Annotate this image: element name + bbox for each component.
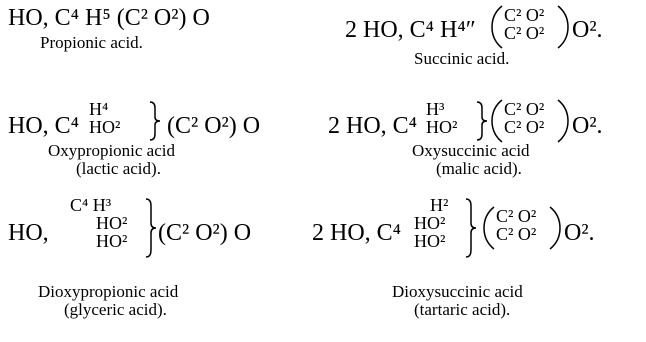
dioxysuccinic-stack: H² HO² HO² [414,196,448,250]
dioxysuccinic-stack-bottom: HO² [414,231,446,251]
oxysuccinic-stack: H³ HO² [426,100,457,136]
succinic-left-paren [491,5,503,49]
propionic-name: Propionic acid. [40,33,143,52]
succinic-formula-prefix: 2 HO, C⁴ H⁴″ [345,17,476,43]
dioxysuccinic-subname: (tartaric acid). [414,300,511,319]
oxysuccinic-inner-stack: C² O² C² O² [504,100,544,136]
dioxysuccinic-right-brace [465,198,477,258]
dioxysuccinic-inner-top: C² O² [496,206,537,226]
oxysuccinic-inner-bottom: C² O² [504,117,545,137]
dioxypropionic-subname: (glyceric acid). [64,300,167,319]
dioxysuccinic-name: Dioxysuccinic acid [392,282,523,301]
oxypropionic-stack-top: H⁴ [89,99,109,119]
oxypropionic-subname: (lactic acid). [76,159,161,178]
oxysuccinic-name: Oxysuccinic acid [412,141,530,160]
oxypropionic-stack-bottom: HO² [89,117,121,137]
oxysuccinic-stack-top: H³ [426,99,445,119]
oxypropionic-stack: H⁴ HO² [89,100,120,136]
dioxypropionic-stack-mid: HO² [96,213,128,233]
succinic-right-paren [557,5,569,49]
oxysuccinic-inner-top: C² O² [504,99,545,119]
succinic-name: Succinic acid. [414,49,510,68]
dioxysuccinic-inner-bottom: C² O² [496,224,537,244]
dioxypropionic-right-brace [145,198,157,258]
dioxypropionic-stack: C⁴ H³ HO² HO² [70,196,127,250]
succinic-stack-bottom: C² O² [504,23,545,43]
oxysuccinic-right-brace [476,101,488,141]
dioxysuccinic-stack-mid: HO² [414,213,446,233]
succinic-stack-top: C² O² [504,5,545,25]
oxysuccinic-stack-bottom: HO² [426,117,458,137]
dioxypropionic-name: Dioxypropionic acid [38,282,179,301]
oxysuccinic-subname: (malic acid). [436,159,522,178]
dioxypropionic-stack-bottom: HO² [96,231,128,251]
oxysuccinic-left-paren [491,99,503,143]
succinic-stack: C² O² C² O² [504,6,544,42]
oxypropionic-formula-prefix: HO, C⁴ [8,113,80,139]
oxypropionic-formula-suffix: (C² O²) O [167,113,261,139]
dioxysuccinic-stack-top: H² [430,195,449,215]
dioxypropionic-formula-suffix: (C² O²) O [158,220,252,246]
dioxypropionic-stack-top: C⁴ H³ [70,195,112,215]
oxypropionic-right-brace [149,101,161,141]
succinic-formula-suffix: O². [572,17,603,43]
propionic-formula: HO, C⁴ H⁵ (C² O²) O [8,5,210,31]
oxysuccinic-right-paren [557,99,569,143]
dioxysuccinic-formula-prefix: 2 HO, C⁴ [312,220,402,246]
dioxypropionic-formula-prefix: HO, [8,220,49,246]
dioxysuccinic-inner-stack: C² O² C² O² [496,207,536,243]
oxypropionic-name: Oxypropionic acid [48,141,175,160]
dioxysuccinic-formula-suffix: O². [564,220,595,246]
oxysuccinic-formula-prefix: 2 HO, C⁴ [328,113,418,139]
dioxysuccinic-left-paren [483,206,495,250]
oxysuccinic-formula-suffix: O². [572,113,603,139]
dioxysuccinic-right-paren [549,206,561,250]
